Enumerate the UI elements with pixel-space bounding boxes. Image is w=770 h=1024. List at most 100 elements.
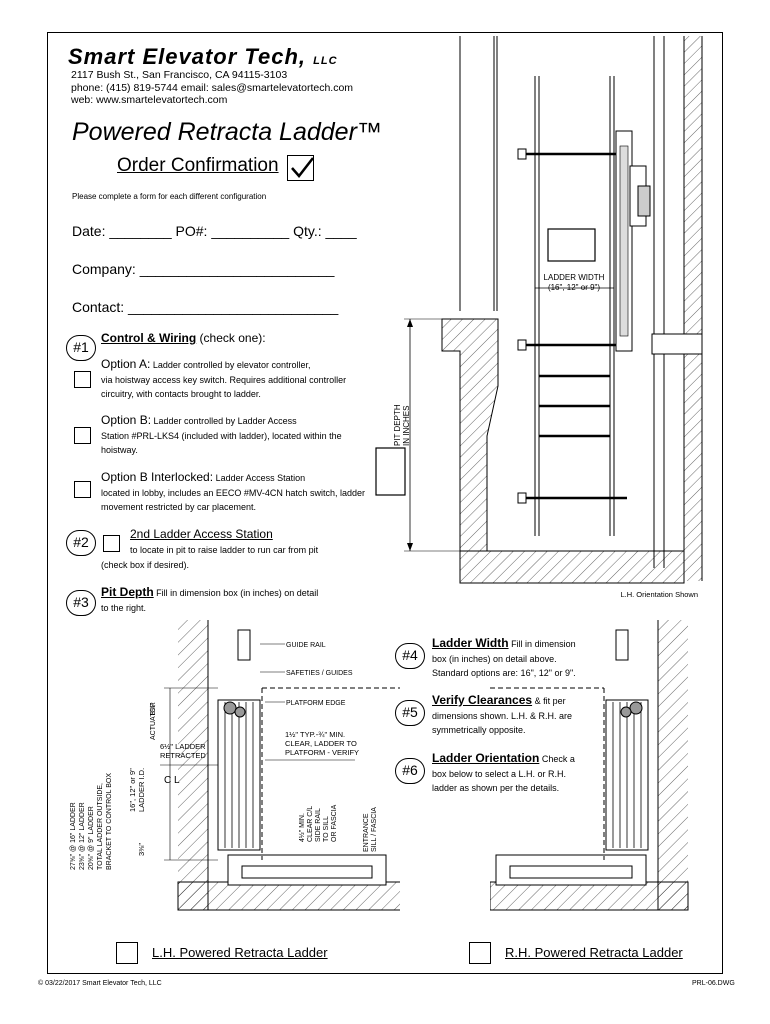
- option-b-interlocked: Option B Interlocked: Ladder Access Stat…: [101, 470, 376, 515]
- min-clear-4: TO SILL: [323, 816, 330, 842]
- step-number-4: #4: [395, 643, 425, 669]
- option-b-checkbox[interactable]: [74, 427, 91, 444]
- safeties-label: SAFETIES / GUIDES: [286, 670, 353, 677]
- option-a: Option A: Ladder controlled by elevator …: [101, 357, 376, 402]
- ladder-width-text: Fill in dimension: [508, 639, 576, 649]
- platform-edge-label: PLATFORM EDGE: [286, 700, 346, 707]
- ladder-width-options: (16", 12" or 9"): [548, 283, 600, 292]
- form-border: [47, 32, 723, 974]
- company-logo: Smart Elevator Tech, LLC: [68, 44, 338, 70]
- outside-dim-3: 20⅝" @ 9" LADDER: [88, 806, 95, 870]
- option-a-text: via hoistway access key switch. Requires…: [101, 374, 347, 400]
- lh-orientation-note: L.H. Orientation Shown: [620, 590, 698, 599]
- drawing-code: PRL-06.DWG: [692, 980, 735, 987]
- outside-dim-4: TOTAL LADDER OUTSIDE,: [97, 783, 104, 870]
- second-station-text: to locate in pit to raise ladder to run …: [130, 545, 319, 555]
- step-number-5: #5: [395, 700, 425, 726]
- guide-rail-label: GUIDE RAIL: [286, 642, 326, 649]
- step-number-2: #2: [66, 530, 96, 556]
- option-b-interlocked-text: located in lobby, includes an EECO #MV-4…: [101, 487, 365, 513]
- pit-depth-units: IN INCHES: [402, 406, 411, 446]
- pit-depth-text2: to the right.: [101, 603, 147, 613]
- pit-depth-heading: Pit Depth: [101, 585, 154, 599]
- ladder-width-text2: box (in inches) on detail above.: [432, 653, 557, 664]
- lh-orientation-label: L.H. Powered Retracta Ladder: [152, 945, 328, 960]
- phone-email: phone: (415) 819-5744 email: sales@smart…: [71, 81, 354, 94]
- option-a-inline: Ladder controlled by elevator controller…: [150, 360, 311, 370]
- clearances-instruction: Verify Clearances & fit per dimensions s…: [432, 693, 632, 738]
- rh-orientation-label: R.H. Powered Retracta Ladder: [505, 945, 683, 960]
- rh-orientation-checkbox[interactable]: [469, 942, 491, 964]
- company-field[interactable]: Company: _________________________: [72, 261, 335, 277]
- actuator-dim-1: 8¼": [150, 702, 157, 715]
- option-a-title: Option A:: [101, 357, 151, 371]
- actuator-dim-2: ACTUATOR: [150, 702, 157, 740]
- step-number-3: #3: [66, 590, 96, 616]
- company-suffix: LLC: [313, 55, 338, 67]
- heading-text: Control & Wiring: [101, 331, 197, 345]
- plan-detail-right: [490, 620, 689, 911]
- min-clear-2: CLEAR C/L: [307, 806, 314, 842]
- ladder-width-heading: Ladder Width: [432, 636, 509, 650]
- confirmation-checkbox[interactable]: [287, 155, 314, 181]
- address: 2117 Bush St., San Francisco, CA 94115-3…: [71, 69, 288, 81]
- clearance-label-1: 1½" TYP.-¾" MIN.: [285, 730, 345, 739]
- ladder-id-1: 16", 12" or 9": [128, 768, 137, 812]
- outside-dim-2: 23⅝" @ 12" LADDER: [79, 802, 86, 870]
- centerline-symbol: C L: [164, 775, 180, 786]
- orientation-instruction: Ladder Orientation Check a box below to …: [432, 751, 632, 796]
- orientation-heading: Ladder Orientation: [432, 751, 540, 765]
- outside-dim-1: 27⅝" @ 16" LADDER: [70, 802, 77, 870]
- pit-depth-label: PIT DEPTH: [393, 404, 402, 446]
- ladder-id-2: LADDER I.D.: [137, 768, 146, 812]
- elevation-diagram: LADDER WIDTH (16", 12" or 9") PIT DEPTH …: [375, 36, 703, 599]
- control-wiring-heading: Control & Wiring (check one):: [101, 331, 266, 345]
- second-station-heading: 2nd Ladder Access Station: [130, 527, 273, 541]
- option-b-text: Station #PRL-LKS4 (included with ladder)…: [101, 430, 342, 456]
- option-b-title: Option B:: [101, 413, 152, 427]
- lh-orientation-checkbox[interactable]: [116, 942, 138, 964]
- copyright: © 03/22/2017 Smart Elevator Tech, LLC: [38, 980, 162, 987]
- clearances-text2: dimensions shown. L.H. & R.H. are: [432, 710, 573, 721]
- pit-depth-instruction: Pit Depth Fill in dimension box (in inch…: [101, 585, 318, 601]
- option-b: Option B: Ladder controlled by Ladder Ac…: [101, 413, 376, 458]
- clearance-label-2: CLEAR, LADDER TO: [285, 739, 357, 748]
- step-number-1: #1: [66, 335, 96, 361]
- outside-dim-5: BRACKET TO CONTROL BOX: [106, 773, 113, 870]
- ladder-width-instruction: Ladder Width Fill in dimension box (in i…: [432, 636, 632, 681]
- entrance-label-2: SILL / FASCIA: [371, 807, 378, 852]
- date-po-qty-field[interactable]: Date: ________ PO#: __________ Qty.: ___…: [72, 223, 357, 239]
- contact-field[interactable]: Contact: ___________________________: [72, 299, 339, 315]
- clearance-label-3: PLATFORM - VERIFY: [285, 748, 359, 757]
- option-b-interlocked-inline: Ladder Access Station: [213, 473, 306, 483]
- ladder-width-text3: Standard options are: 16", 12" or 9".: [432, 668, 576, 678]
- orientation-text3: ladder as shown per the details.: [432, 783, 560, 793]
- plan-detail-left: GUIDE RAIL SAFETIES / GUIDES PLATFORM ED…: [70, 620, 400, 911]
- second-station-text2: (check box if desired).: [101, 560, 190, 570]
- entrance-label-1: ENTRANCE: [363, 813, 370, 852]
- clearances-text: & fit per: [532, 696, 566, 706]
- instruction-note: Please complete a form for each differen…: [72, 192, 267, 201]
- three-eighths-dim: 3⅜": [137, 843, 146, 856]
- orientation-text: Check a: [539, 754, 575, 764]
- company-name: Smart Elevator Tech,: [68, 44, 307, 69]
- ladder-width-label: LADDER WIDTH: [544, 273, 605, 282]
- heading-suffix: (check one):: [196, 331, 266, 345]
- clearances-text3: symmetrically opposite.: [432, 725, 526, 735]
- retracted-dim-2: RETRACTED: [160, 751, 206, 760]
- option-a-checkbox[interactable]: [74, 371, 91, 388]
- checkmark-icon: [291, 157, 314, 178]
- option-b-inline: Ladder controlled by Ladder Access: [151, 416, 297, 426]
- step-number-6: #6: [395, 758, 425, 784]
- pit-depth-text: Fill in dimension box (in inches) on det…: [153, 588, 319, 598]
- option-b-interlocked-checkbox[interactable]: [74, 481, 91, 498]
- min-clear-5: OR FASCIA: [331, 804, 338, 842]
- option-b-interlocked-title: Option B Interlocked:: [101, 470, 214, 484]
- website: web: www.smartelevatortech.com: [71, 94, 228, 106]
- clearances-heading: Verify Clearances: [432, 693, 533, 707]
- document-title: Powered Retracta Ladder™: [72, 118, 382, 146]
- order-confirmation-heading: Order Confirmation: [117, 155, 279, 176]
- second-station-checkbox[interactable]: [103, 535, 120, 552]
- company-contact: 2117 Bush St., San Francisco, CA 94115-3…: [71, 69, 353, 107]
- orientation-text2: box below to select a L.H. or R.H.: [432, 768, 567, 779]
